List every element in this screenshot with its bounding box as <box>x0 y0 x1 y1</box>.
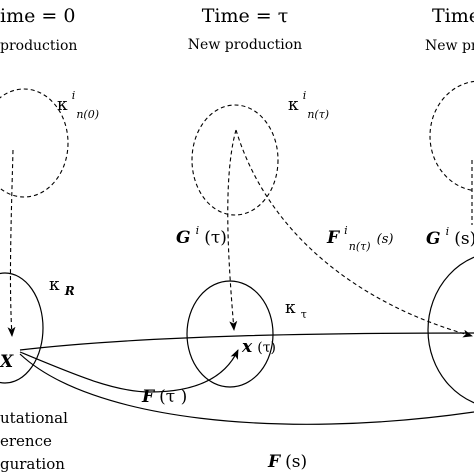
label-kappa-tau: κ τ <box>285 298 307 321</box>
label-x-tau: x (τ) <box>241 337 276 357</box>
label-X: X <box>0 352 14 372</box>
subheader-production-s: New pr <box>425 38 474 54</box>
configuration-region-tau <box>186 280 274 388</box>
F-n-sup: i <box>344 224 348 237</box>
kappa-R-sub: R <box>64 284 75 298</box>
ref-config-line-1: utational <box>0 409 68 427</box>
label-kappa-R: κ R <box>49 275 75 298</box>
F-s-base: F <box>267 452 282 472</box>
header-time-0: ime = 0 <box>0 5 75 27</box>
G-tau-sup: i <box>196 224 200 237</box>
F-n-base: F <box>326 228 341 248</box>
kappa-tau-base: κ <box>285 298 296 318</box>
ref-config-line-2: erence <box>0 432 52 450</box>
G-tau-arg: (τ) <box>204 228 227 248</box>
configuration-region-s <box>427 256 474 404</box>
F-tau-base: F <box>141 387 156 407</box>
kappa-ntau-sup: i <box>303 89 307 102</box>
production-region-0 <box>0 88 69 198</box>
label-F-n: F i n(τ) (s) <box>326 219 393 254</box>
G-tau-base: G <box>176 228 191 248</box>
label-F-tau: F (τ ) <box>141 387 187 407</box>
production-region-s <box>429 80 474 192</box>
label-G-tau: G i (τ) <box>176 219 227 248</box>
F-n-sub: n(τ) <box>349 240 371 253</box>
label-kappa-ntau: κ i n(τ) <box>288 84 329 121</box>
production-region-tau <box>191 104 279 216</box>
G-s-base: G <box>426 229 441 249</box>
kappa-R-base: κ <box>49 275 60 295</box>
motion-arrow-F-tau <box>19 349 239 393</box>
label-kappa-n0: κ i n(0) <box>57 84 99 121</box>
label-G-s: G i (s) <box>426 220 474 249</box>
dashed-arrow-F-n <box>235 129 473 338</box>
x-tau-base: x <box>241 337 253 357</box>
reference-configuration-region <box>0 272 44 384</box>
motion-path-F-s <box>19 353 474 425</box>
kappa-n0-sup: i <box>72 89 76 102</box>
subheader-production-tau: New production <box>188 37 302 53</box>
G-s-arg: (s) <box>454 229 474 249</box>
G-s-sup: i <box>446 225 450 238</box>
x-tau-arg: (τ) <box>257 340 276 356</box>
subheader-production-0: production <box>0 38 77 54</box>
F-n-arg: (s) <box>377 232 394 247</box>
dashed-arrow-production-0-to-X <box>7 149 16 337</box>
kappa-tau-sub: τ <box>301 308 307 321</box>
kappa-ntau-sub: n(τ) <box>307 108 329 121</box>
kappa-ntau-base: κ <box>288 95 299 115</box>
header-time-tau: Time = τ <box>202 5 289 27</box>
F-s-arg: (s) <box>285 452 307 472</box>
label-F-s: F (s) <box>267 452 307 472</box>
kappa-n0-base: κ <box>57 95 68 115</box>
dashed-arrow-G-tau <box>227 129 238 331</box>
ref-config-line-3: guration <box>0 455 65 473</box>
kappa-n0-sub: n(0) <box>76 108 99 121</box>
header-time-s: Time <box>432 5 474 27</box>
F-tau-arg: (τ ) <box>159 387 187 407</box>
motion-path-to-s <box>19 332 474 351</box>
